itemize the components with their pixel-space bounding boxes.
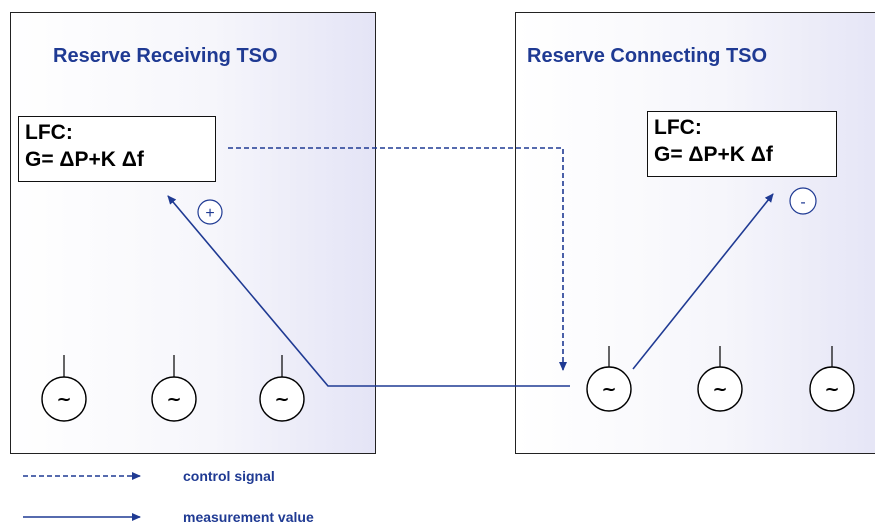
svg-text:~: ~ xyxy=(274,389,289,410)
svg-text:~: ~ xyxy=(601,379,616,400)
legend-control-signal-label: control signal xyxy=(183,468,275,484)
generator-icon: ~ xyxy=(697,346,743,412)
measurement-to-connecting-arrow xyxy=(632,193,774,370)
minus-sign-text: - xyxy=(800,194,805,211)
generator-icon: ~ xyxy=(41,355,87,422)
plus-sign-text: + xyxy=(205,205,214,222)
lfc-formula: G= ΔP+K Δf xyxy=(25,148,144,171)
lfc-box-connecting: LFC: G= ΔP+K Δf xyxy=(647,111,837,177)
generator-icon: ~ xyxy=(259,355,305,422)
generator-icon: ~ xyxy=(586,346,632,412)
legend-measurement-value-label: measurement value xyxy=(183,509,314,525)
svg-text:~: ~ xyxy=(166,389,181,410)
control-signal-arrow xyxy=(228,147,567,371)
lfc-formula: G= ΔP+K Δf xyxy=(654,143,773,166)
lfc-box-receiving: LFC: G= ΔP+K Δf xyxy=(18,116,216,182)
minus-sign-badge: - xyxy=(789,187,817,215)
plus-sign-badge: + xyxy=(197,199,223,225)
reserve-connecting-tso-title: Reserve Connecting TSO xyxy=(527,45,768,67)
svg-text:~: ~ xyxy=(824,379,839,400)
generator-icon: ~ xyxy=(809,346,855,412)
lfc-label: LFC: xyxy=(654,116,702,139)
generator-icon: ~ xyxy=(151,355,197,422)
lfc-label: LFC: xyxy=(25,121,73,144)
svg-text:~: ~ xyxy=(56,389,71,410)
measurement-to-receiving-arrow xyxy=(167,195,570,387)
reserve-receiving-tso-title: Reserve Receiving TSO xyxy=(53,45,278,67)
svg-text:~: ~ xyxy=(712,379,727,400)
